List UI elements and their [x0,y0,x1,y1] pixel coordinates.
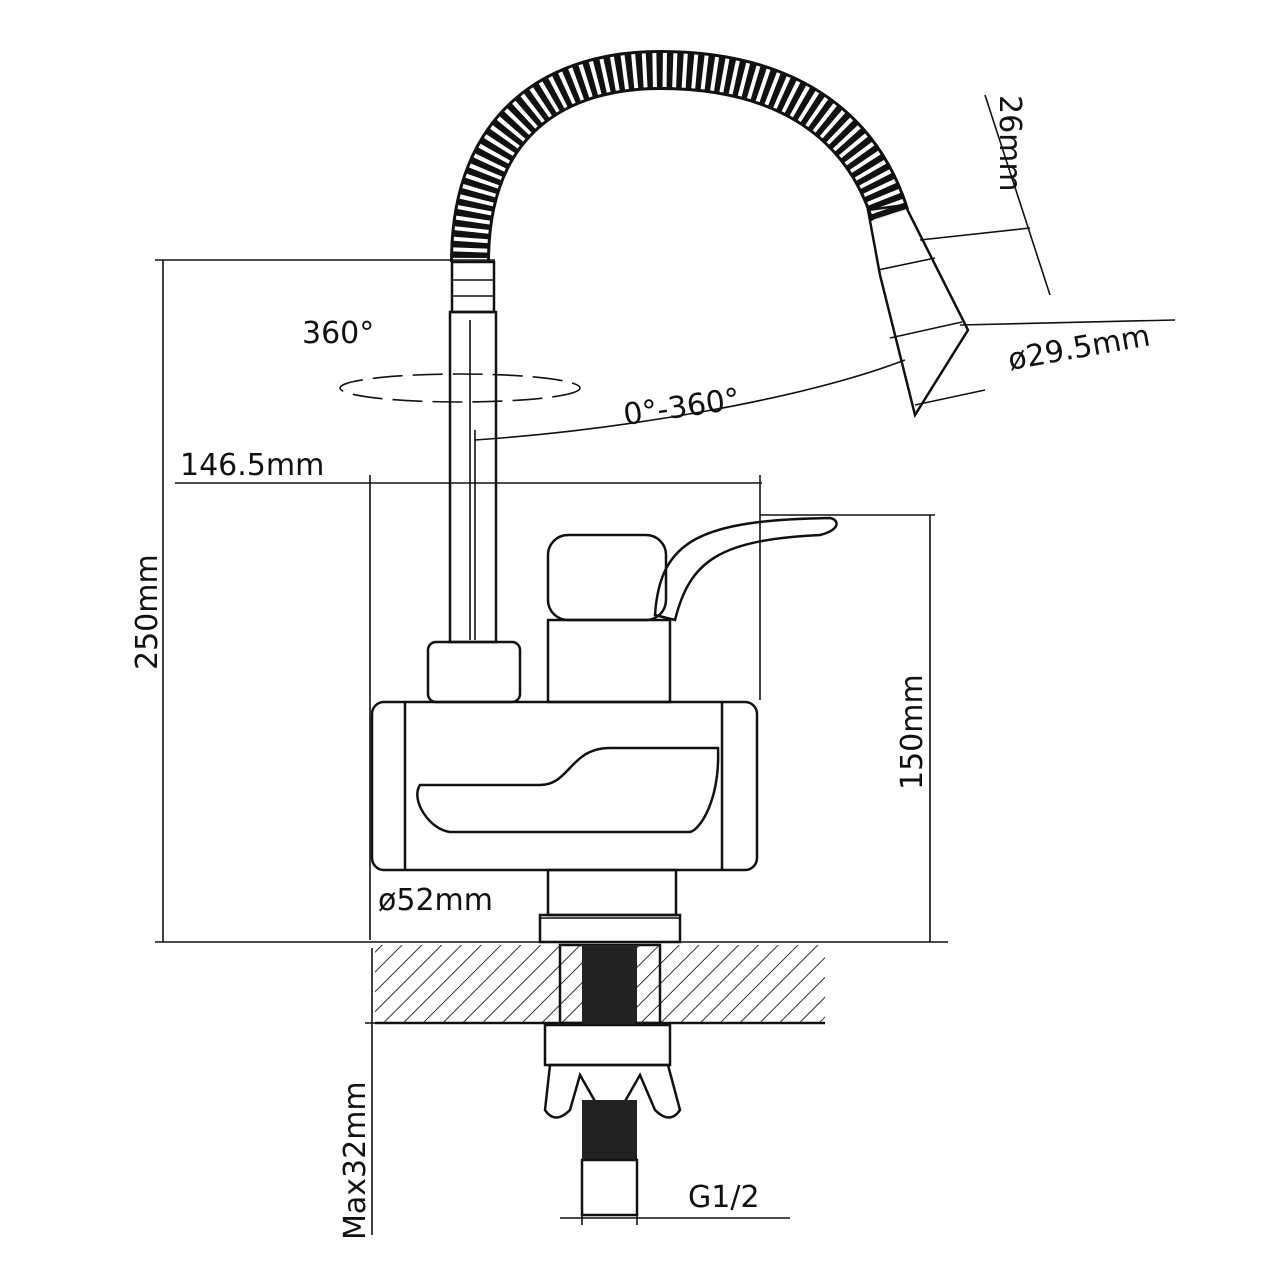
dimension-lines [155,94,1176,1235]
rotation-ellipse [339,373,581,403]
flexible-hose [450,49,910,263]
spout-pipe [448,260,498,644]
spray-diameter-label: ø29.5mm [1005,318,1153,377]
base-diameter-label: ø52mm [378,883,493,918]
max-thickness-label: Max32mm [338,1081,373,1240]
spout-rotation-label: 360° [302,316,374,351]
hose-length-label: 26mm [992,95,1027,192]
body-height-label: 150mm [895,674,930,790]
width-label: 146.5mm [180,448,324,483]
thread-label: G1/2 [688,1180,760,1215]
hose-rotation-label: 0°-360° [621,382,742,433]
mounting-shank [543,943,682,1217]
heater-body [370,516,838,944]
total-height-label: 250mm [130,554,165,670]
spray-head [866,203,970,419]
